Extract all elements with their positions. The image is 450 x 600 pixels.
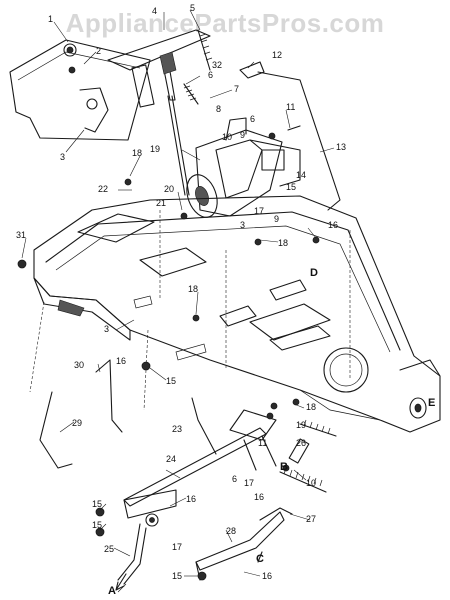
callout-24: 24 xyxy=(166,454,176,464)
callout-30: 30 xyxy=(74,360,84,370)
callout-17b: 17 xyxy=(244,478,254,488)
callout-22: 22 xyxy=(98,184,108,194)
watermark: AppliancePartsPros.com xyxy=(66,8,385,38)
pulley-bracket-assembly xyxy=(186,117,301,218)
arrow-c xyxy=(257,551,263,563)
rod-30 xyxy=(95,359,123,433)
callout-3b: 3 xyxy=(240,220,245,230)
letter-d: D xyxy=(310,267,318,279)
callout-10b: 10 xyxy=(306,478,316,488)
arrow-a xyxy=(115,573,127,591)
frame-chassis xyxy=(33,195,441,433)
callout-15: 15 xyxy=(286,182,296,192)
callout-29: 29 xyxy=(72,418,82,428)
pedal-12 xyxy=(239,61,265,79)
callout-32: 32 xyxy=(212,60,222,70)
callout-12: 12 xyxy=(272,50,282,60)
callout-6b: 6 xyxy=(250,114,255,124)
callout-13: 13 xyxy=(336,142,346,152)
callout-labels: 1 2 3 4 5 6 32 7 8 12 11 6 13 10 9 14 15… xyxy=(16,3,346,581)
rod-29 xyxy=(39,391,73,469)
letter-e: E xyxy=(428,397,435,409)
callout-9: 9 xyxy=(240,130,245,140)
letter-a: A xyxy=(108,585,116,597)
callout-18c: 18 xyxy=(188,284,198,294)
callout-19b: 19 xyxy=(296,420,306,430)
lower-linkage xyxy=(117,398,337,585)
callout-6: 6 xyxy=(208,70,213,80)
rod-13 xyxy=(257,71,341,211)
callout-11: 11 xyxy=(286,102,295,112)
callout-3c: 3 xyxy=(104,324,109,334)
callout-26: 26 xyxy=(296,438,306,448)
leader-lines xyxy=(21,9,335,593)
callout-16a: 16 xyxy=(328,220,338,230)
hardware xyxy=(17,66,320,581)
callout-3: 3 xyxy=(60,152,65,162)
callout-16e: 16 xyxy=(262,571,272,581)
callout-15c: 15 xyxy=(92,499,102,509)
callout-16d: 16 xyxy=(186,494,196,504)
callout-20: 20 xyxy=(164,184,174,194)
callout-16b: 16 xyxy=(116,356,126,366)
callout-15b: 15 xyxy=(166,376,176,386)
callout-21: 21 xyxy=(156,198,166,208)
callout-19: 19 xyxy=(150,144,160,154)
throttle-control xyxy=(107,29,213,196)
callout-18d: 18 xyxy=(306,402,316,412)
letter-b: B xyxy=(280,461,288,473)
callout-23: 23 xyxy=(172,424,182,434)
callout-16c: 16 xyxy=(254,492,264,502)
callout-1: 1 xyxy=(48,14,53,24)
callout-6c: 6 xyxy=(232,474,237,484)
callout-17c: 17 xyxy=(172,542,182,552)
dash-panel xyxy=(9,39,151,141)
callout-9b: 9 xyxy=(274,214,279,224)
callout-15d: 15 xyxy=(92,520,102,530)
callout-5: 5 xyxy=(190,3,195,13)
callout-8: 8 xyxy=(216,104,221,114)
callout-17: 17 xyxy=(254,206,264,216)
callout-11b: 11 xyxy=(258,438,267,448)
callout-18a: 18 xyxy=(132,148,142,158)
callout-14: 14 xyxy=(296,170,306,180)
rod-23 xyxy=(191,397,217,455)
callout-7: 7 xyxy=(234,84,239,94)
callout-28: 28 xyxy=(226,526,236,536)
callout-18b: 18 xyxy=(278,238,288,248)
callout-4: 4 xyxy=(152,6,157,16)
letter-c: C xyxy=(256,553,264,565)
callout-31: 31 xyxy=(16,230,26,240)
reference-letters: A B C D E xyxy=(108,267,435,597)
callout-2: 2 xyxy=(96,46,101,56)
callout-27: 27 xyxy=(306,514,316,524)
callout-15e: 15 xyxy=(172,571,182,581)
callout-10: 10 xyxy=(222,132,232,142)
callout-25: 25 xyxy=(104,544,114,554)
